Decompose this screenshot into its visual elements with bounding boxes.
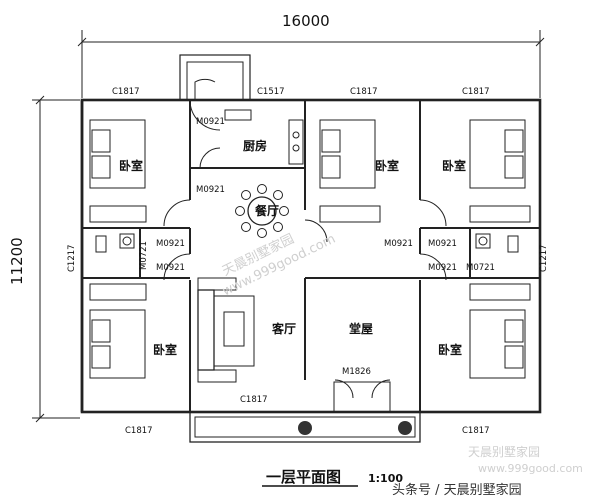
door-code: M1826: [342, 367, 371, 377]
window-code: C1217: [539, 244, 549, 272]
room-living: 客厅: [271, 321, 296, 336]
room-dining: 餐厅: [255, 203, 279, 218]
window-code: C1217: [67, 244, 77, 272]
room-bedroom: 卧室: [119, 158, 143, 173]
door-code: M0921: [196, 117, 225, 127]
door-code: M0921: [428, 239, 457, 249]
window-code: C1817: [350, 87, 378, 97]
door-code: M0721: [139, 241, 149, 270]
room-bedroom: 卧室: [153, 342, 177, 357]
room-hall: 堂屋: [349, 321, 373, 336]
room-bedroom: 卧室: [375, 158, 399, 173]
watermark-corner-name: 天晨别墅家园: [468, 444, 540, 459]
room-bedroom: 卧室: [442, 158, 466, 173]
room-bedroom: 卧室: [438, 342, 462, 357]
window-code: C1517: [257, 87, 285, 97]
room-kitchen: 厨房: [243, 138, 267, 153]
overall-depth: 11200: [8, 237, 26, 285]
overall-width: 16000: [282, 12, 330, 30]
watermark-corner-url: www.999good.com: [478, 462, 583, 475]
drawing-title: 一层平面图: [266, 468, 341, 486]
window-code: C1817: [240, 395, 268, 405]
drawing-scale: 1:100: [368, 472, 403, 485]
door-code: M0721: [466, 263, 495, 273]
window-code: C1817: [462, 87, 490, 97]
door-code: M0921: [156, 239, 185, 249]
door-code: M0921: [384, 239, 413, 249]
window-code: C1817: [112, 87, 140, 97]
window-code: C1817: [125, 426, 153, 436]
door-code: M0921: [196, 185, 225, 195]
window-code: C1817: [462, 426, 490, 436]
source-watermark: 头条号 / 天晨别墅家园: [392, 482, 522, 498]
door-code: M0921: [156, 263, 185, 273]
door-code: M0921: [428, 263, 457, 273]
